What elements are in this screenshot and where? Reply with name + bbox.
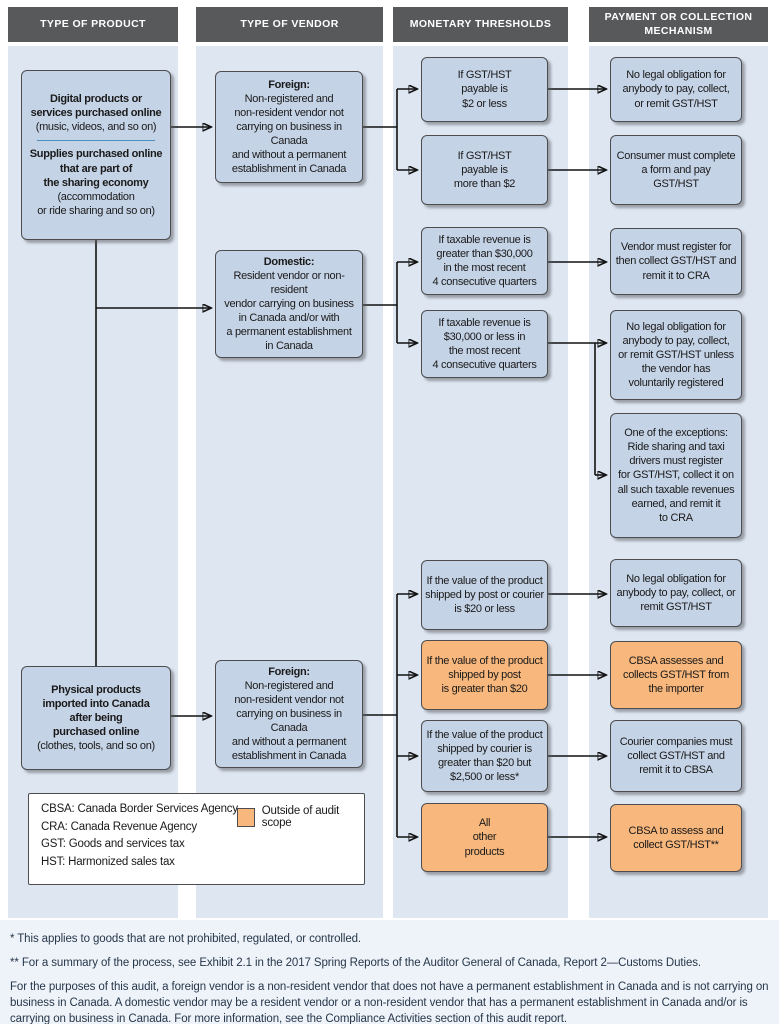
footnote-double-asterisk: ** For a summary of the process, see Exh…	[10, 957, 702, 969]
sharing-economy-note: (accommodation or ride sharing and so on…	[37, 190, 155, 217]
threshold-text: If GST/HST payable is $2 or less	[457, 69, 512, 110]
box-threshold-gst-more-than-2: If GST/HST payable is more than $2	[421, 135, 548, 205]
footnote-area	[0, 920, 779, 1024]
legend-box: CBSA: Canada Border Services Agency CRA:…	[28, 793, 365, 885]
threshold-text: If the value of the product shipped by p…	[425, 574, 544, 616]
box-mechanism-cbsa-collects-importer: CBSA assesses and collects GST/HST from …	[610, 641, 742, 709]
box-threshold-all-other-products: All other products	[421, 803, 548, 872]
box-mechanism-vendor-register-cra: Vendor must register for then collect GS…	[610, 228, 742, 295]
mechanism-text: Consumer must complete a form and pay GS…	[616, 149, 736, 191]
column-header-label: MONETARY THRESHOLDS	[409, 17, 552, 30]
box-mechanism-no-obligation-physical: No legal obligation for anybody to pay, …	[610, 559, 742, 627]
box-threshold-revenue-over-30000: If taxable revenue is greater than $30,0…	[421, 227, 548, 295]
legend-swatch-row: Outside of audit scope	[237, 805, 364, 829]
vendor-body: Non-registered and non-resident vendor n…	[231, 92, 347, 176]
box-physical-products: Physical products imported into Canada a…	[21, 666, 171, 770]
box-threshold-post-courier-20-or-less: If the value of the product shipped by p…	[421, 560, 548, 630]
box-threshold-post-over-20: If the value of the product shipped by p…	[421, 640, 548, 710]
footnote-asterisk: * This applies to goods that are not pro…	[10, 933, 362, 945]
column-header-label: PAYMENT OR COLLECTION MECHANISM	[604, 11, 753, 37]
mechanism-text: CBSA to assess and collect GST/HST**	[628, 824, 724, 851]
box-mechanism-ride-sharing-exception: One of the exceptions: Ride sharing and …	[610, 413, 742, 538]
box-foreign-vendor-digital: Foreign: Non-registered and non-resident…	[215, 71, 363, 183]
box-digital-products: Digital products or services purchased o…	[21, 70, 171, 240]
box-threshold-revenue-30000-or-less: If taxable revenue is $30,000 or less in…	[421, 310, 548, 378]
threshold-text: If GST/HST payable is more than $2	[453, 149, 516, 191]
footnote-definitions: For the purposes of this audit, a foreig…	[10, 981, 769, 1024]
box-divider-line	[37, 140, 155, 142]
box-threshold-courier-20-to-2500: If the value of the product shipped by c…	[421, 720, 548, 792]
column-header-label: TYPE OF VENDOR	[240, 17, 339, 30]
legend-item-cbsa: CBSA: Canada Border Services Agency	[41, 803, 238, 815]
box-threshold-gst-2-or-less: If GST/HST payable is $2 or less	[421, 57, 548, 122]
column-header-monetary-thresholds: MONETARY THRESHOLDS	[393, 7, 568, 42]
column-header-type-of-product: TYPE OF PRODUCT	[8, 7, 178, 42]
legend-item-gst: GST: Goods and services tax	[41, 838, 185, 850]
box-foreign-vendor-physical: Foreign: Non-registered and non-resident…	[215, 660, 363, 768]
box-domestic-vendor: Domestic: Resident vendor or non-residen…	[215, 250, 363, 358]
column-band-vendor	[196, 46, 383, 918]
threshold-text: If the value of the product shipped by c…	[426, 728, 543, 784]
orange-swatch-icon	[237, 807, 255, 827]
threshold-text: If the value of the product shipped by p…	[426, 654, 543, 696]
threshold-text: All other products	[464, 817, 505, 858]
vendor-body: Non-registered and non-resident vendor n…	[231, 679, 347, 763]
threshold-text: If taxable revenue is $30,000 or less in…	[432, 316, 537, 372]
physical-products-note: (clothes, tools, and so on)	[37, 740, 155, 753]
vendor-body: Resident vendor or non-resident vendor c…	[224, 269, 354, 353]
column-header-type-of-vendor: TYPE OF VENDOR	[196, 7, 383, 42]
box-mechanism-courier-remit-cbsa: Courier companies must collect GST/HST a…	[610, 720, 742, 792]
box-mechanism-no-obligation-unless-registered: No legal obligation for anybody to pay, …	[610, 310, 742, 400]
box-mechanism-cbsa-assess-collect: CBSA to assess and collect GST/HST**	[610, 804, 742, 872]
digital-products-title: Digital products or services purchased o…	[30, 93, 162, 120]
column-header-label: TYPE OF PRODUCT	[40, 17, 146, 30]
mechanism-text: Courier companies must collect GST/HST a…	[619, 735, 733, 777]
mechanism-text: No legal obligation for anybody to pay, …	[622, 69, 730, 110]
legend-item-hst: HST: Harmonized sales tax	[41, 855, 175, 868]
mechanism-text: No legal obligation for anybody to pay, …	[618, 320, 734, 390]
vendor-title: Foreign:	[268, 78, 310, 91]
legend-item-cra: CRA: Canada Revenue Agency	[41, 820, 197, 833]
mechanism-text: Vendor must register for then collect GS…	[615, 241, 737, 282]
column-header-payment-mechanism: PAYMENT OR COLLECTION MECHANISM	[589, 7, 768, 42]
physical-products-title: Physical products imported into Canada a…	[42, 683, 150, 739]
box-mechanism-consumer-form: Consumer must complete a form and pay GS…	[610, 135, 742, 205]
sharing-economy-title: Supplies purchased online that are part …	[29, 148, 163, 189]
box-mechanism-no-obligation-digital: No legal obligation for anybody to pay, …	[610, 57, 742, 122]
legend-swatch-label: Outside of audit scope	[261, 805, 340, 829]
digital-products-note: (music, videos, and so on)	[35, 121, 157, 134]
threshold-text: If taxable revenue is greater than $30,0…	[432, 233, 537, 289]
mechanism-text: No legal obligation for anybody to pay, …	[616, 572, 736, 614]
vendor-title: Foreign:	[268, 665, 310, 678]
mechanism-text: One of the exceptions: Ride sharing and …	[617, 427, 735, 524]
vendor-title: Domestic:	[263, 255, 315, 268]
mechanism-text: CBSA assesses and collects GST/HST from …	[623, 654, 729, 696]
